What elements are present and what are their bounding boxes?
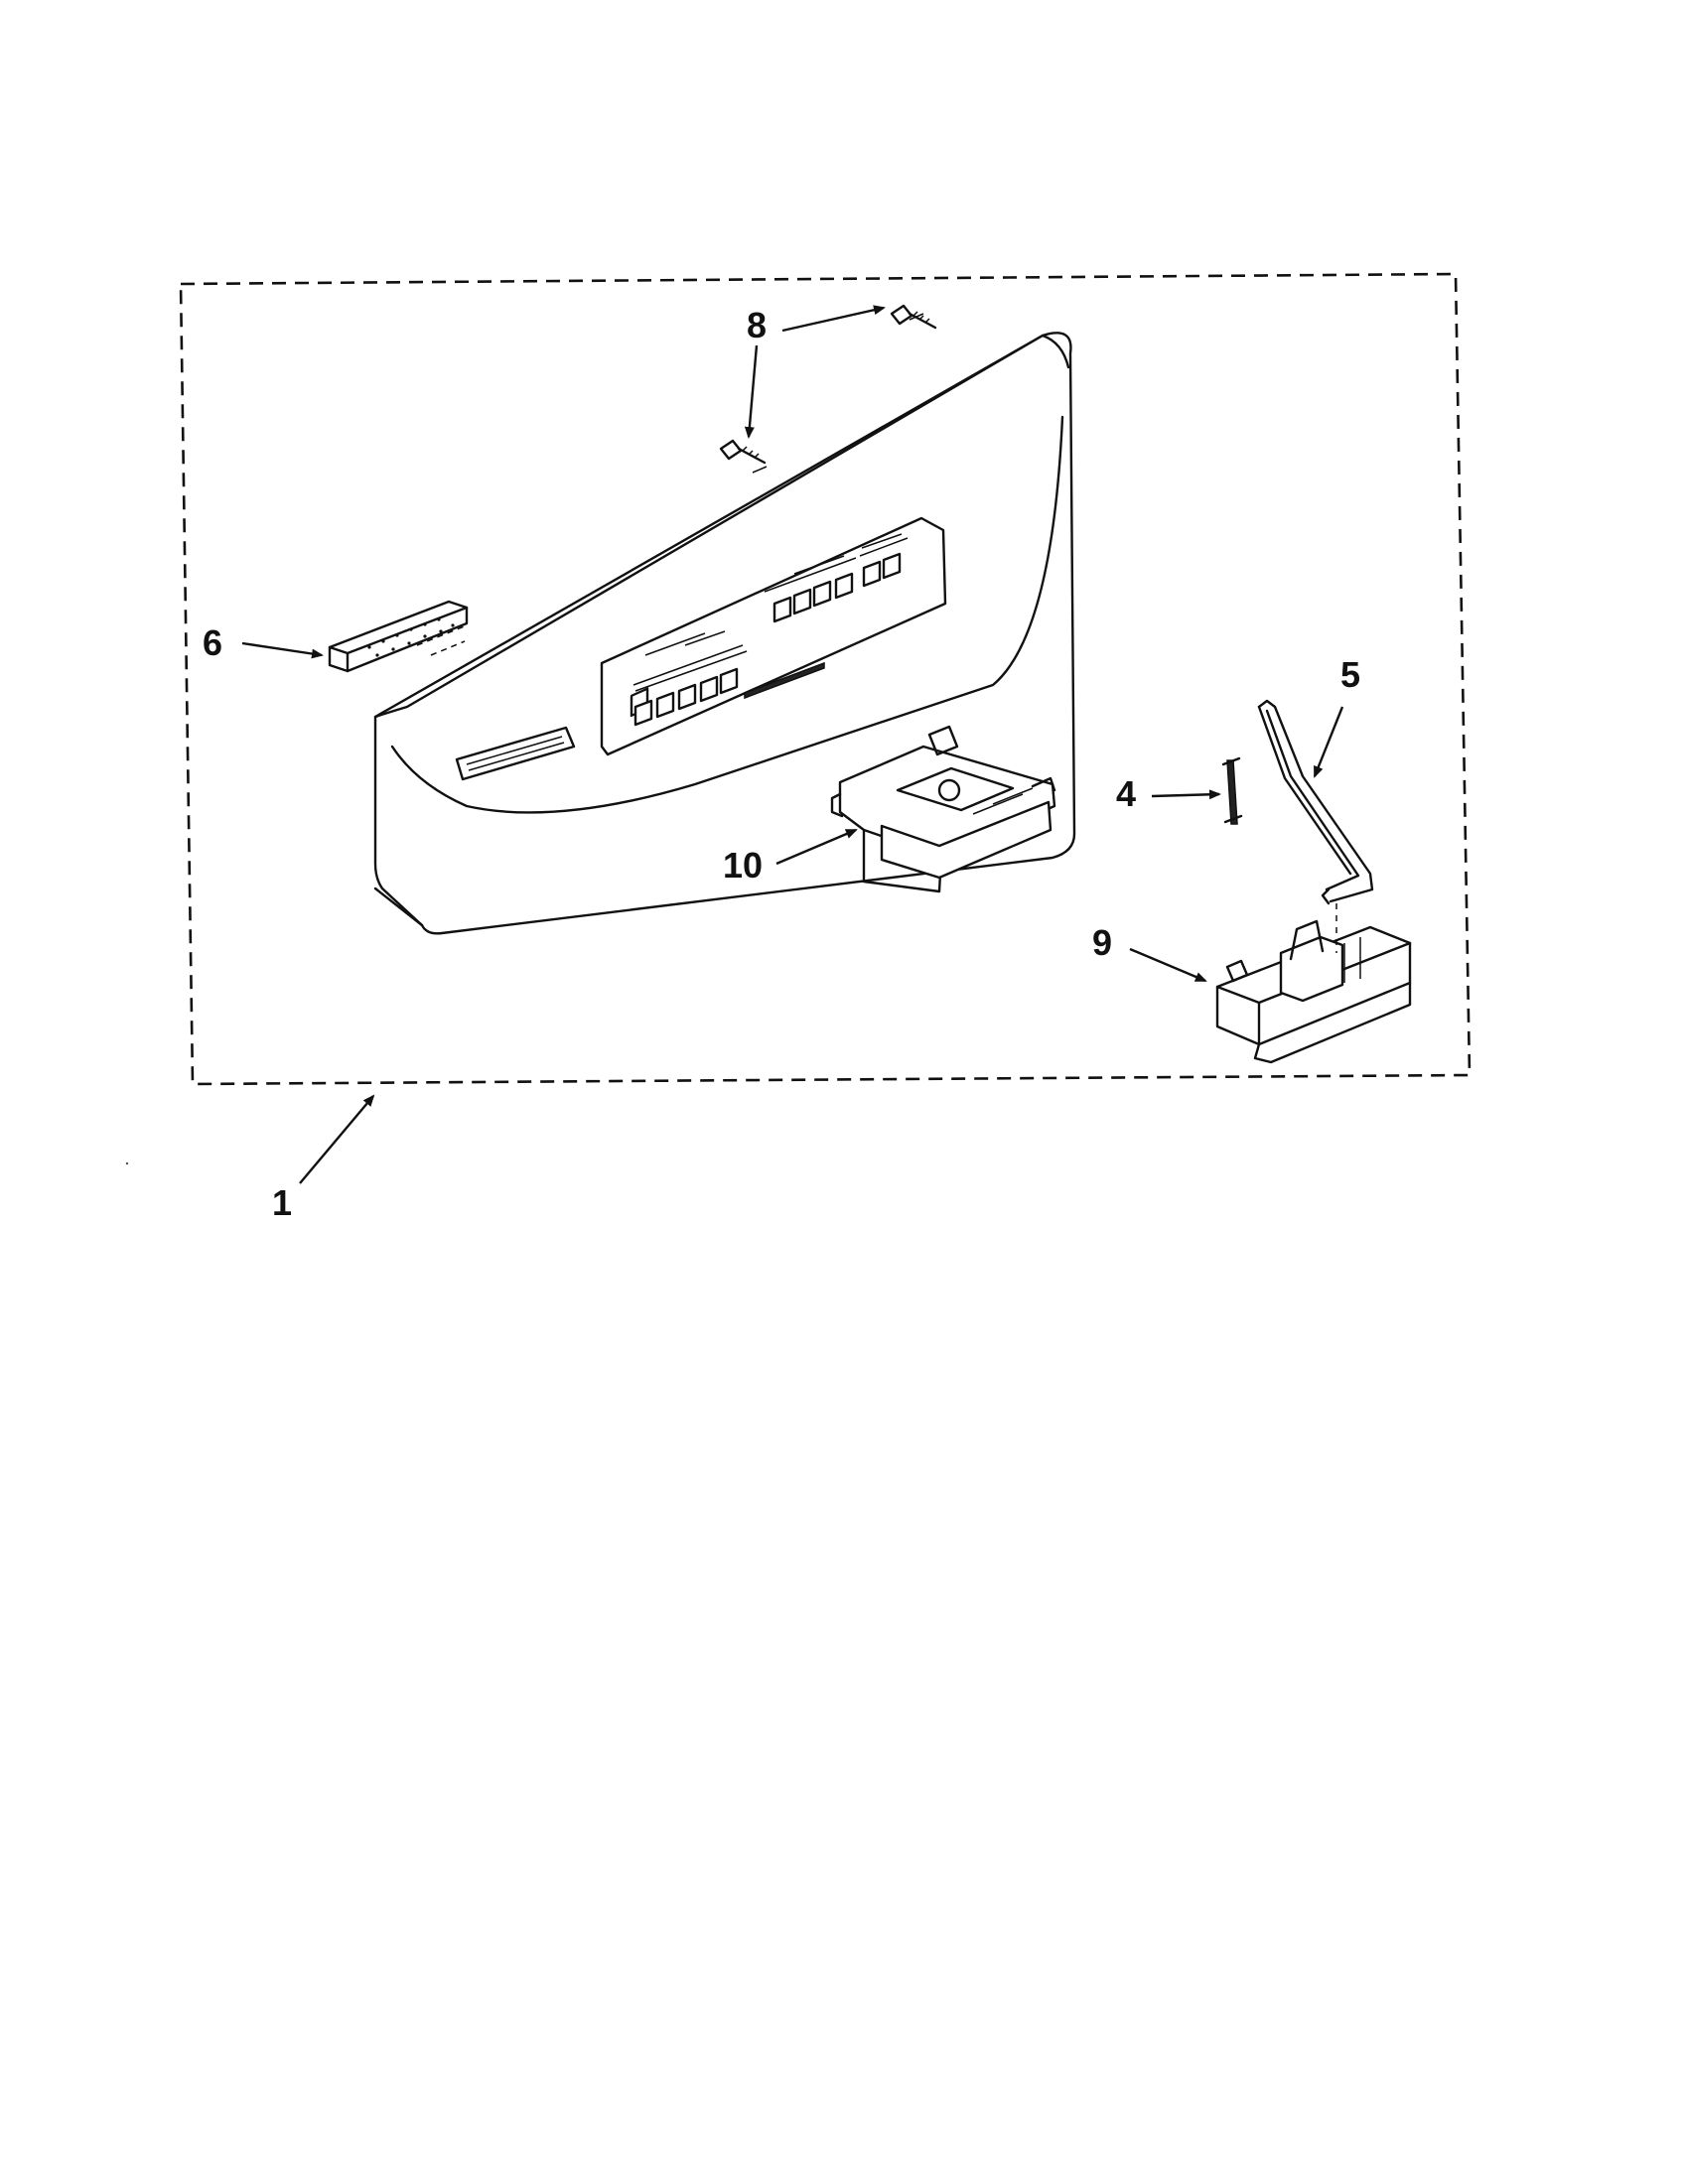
button-group-right-icon <box>859 533 909 588</box>
button-group-left-icon <box>630 630 748 727</box>
button-group-middle-icon <box>764 555 857 623</box>
screw-icon <box>890 304 937 330</box>
leader-9 <box>1129 947 1207 983</box>
clip-icon <box>1221 756 1243 825</box>
leader-8b <box>744 344 759 439</box>
callout-5: 5 <box>1340 654 1360 695</box>
screw-icon <box>719 439 767 465</box>
leader-1 <box>299 1094 375 1184</box>
callout-4: 4 <box>1116 773 1136 814</box>
foam-strip-icon <box>328 600 469 673</box>
latch-icon <box>1215 903 1412 1064</box>
leader-4 <box>1151 789 1221 800</box>
leader-5 <box>1313 706 1344 778</box>
latch-rod-icon <box>1257 699 1374 905</box>
leader-6 <box>241 641 324 659</box>
callout-9: 9 <box>1092 922 1112 963</box>
callout-10: 10 <box>723 845 763 886</box>
switch-module-icon <box>830 725 1056 893</box>
callout-8: 8 <box>747 305 767 345</box>
callout-6: 6 <box>203 622 222 663</box>
assembly-boundary <box>179 272 1472 1086</box>
leader-8a <box>781 305 886 333</box>
leader-10 <box>775 828 858 866</box>
callout-1: 1 <box>272 1182 292 1223</box>
stray-mark <box>125 1161 129 1165</box>
